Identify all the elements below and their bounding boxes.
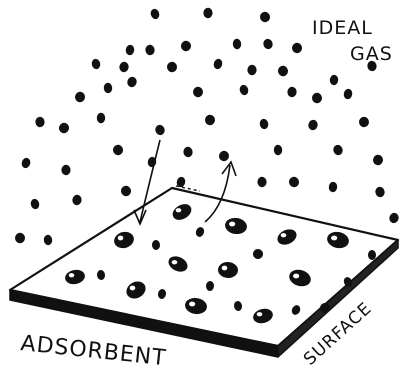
plate-side-edge: [277, 239, 399, 358]
gas-molecule: [72, 194, 82, 206]
adsorbed-molecule: [195, 227, 205, 237]
gas-molecule: [14, 232, 26, 244]
adsorbed-molecule: [343, 277, 353, 287]
gas-molecule: [91, 58, 101, 70]
gas-molecule: [389, 212, 399, 224]
adsorbed-molecule: [327, 231, 349, 249]
desorption-arrow: [204, 160, 237, 223]
gas-molecule: [287, 86, 297, 98]
adsorbed-molecule: [126, 281, 146, 299]
gas-molecule: [58, 122, 70, 134]
gas-molecule: [263, 38, 273, 50]
gas-molecule: [232, 38, 242, 50]
molecule-highlight: [229, 221, 236, 227]
gas-molecule: [35, 116, 45, 128]
gas-molecules: [14, 7, 399, 246]
adsorbed-molecule: [65, 269, 85, 285]
gas-molecule: [308, 119, 318, 131]
molecule-highlight: [175, 208, 182, 213]
adsorbed-molecule: [320, 303, 330, 313]
gas-molecule: [112, 144, 124, 156]
adsorbed-molecules: [65, 204, 377, 324]
adsorbed-molecule: [157, 289, 167, 299]
gas-molecule: [239, 84, 249, 96]
gas-molecule: [180, 40, 192, 52]
gas-molecule: [247, 64, 257, 76]
gas-molecule: [213, 58, 223, 70]
molecule-highlight: [68, 273, 75, 278]
ideal-label: IDEAL: [312, 17, 373, 39]
gas-molecule: [259, 11, 271, 23]
adsorbed-molecule: [168, 256, 188, 272]
gas-molecule: [119, 61, 129, 73]
gas-molecule: [166, 61, 178, 73]
gas-molecule: [333, 144, 343, 156]
molecule-highlight: [171, 260, 178, 265]
gas-molecule: [21, 157, 31, 169]
adsorbent-label: ADSORBENT: [19, 331, 167, 371]
gas-molecule: [288, 176, 300, 188]
gas-molecule: [218, 150, 230, 162]
adsorbed-molecule: [233, 301, 243, 311]
gas-molecule: [30, 198, 40, 210]
gas-molecule: [145, 44, 155, 56]
gas-molecule: [193, 86, 203, 98]
molecule-highlight: [293, 273, 300, 279]
molecule-highlight: [221, 265, 228, 271]
adsorbed-molecule: [277, 229, 297, 245]
molecule-highlight: [331, 235, 338, 241]
gas-molecule: [155, 124, 165, 136]
adsorbent-plate: [8, 186, 400, 358]
gas-molecule: [125, 44, 135, 56]
gas-molecule: [372, 154, 384, 166]
adsorbed-molecule: [253, 308, 273, 324]
adsorbed-molecule: [253, 249, 263, 259]
gas-molecule: [150, 8, 160, 20]
molecule-highlight: [256, 312, 263, 317]
gas-molecule: [343, 88, 353, 100]
surface-tick-mark: [175, 185, 201, 192]
gas-molecule: [127, 76, 137, 88]
gas-molecule: [204, 114, 216, 126]
gas-molecule: [203, 7, 213, 19]
gas-molecule: [291, 42, 303, 54]
arrow-head-up: [221, 160, 237, 177]
gas-molecule: [367, 60, 377, 72]
adsorption-arrow: [133, 139, 161, 227]
gas-molecule: [183, 146, 193, 158]
gas-molecule: [273, 144, 283, 156]
gas-molecule: [277, 65, 289, 77]
adsorbed-molecule: [205, 281, 215, 291]
adsorbed-molecule: [289, 269, 311, 287]
gas-molecule: [74, 91, 86, 103]
gas-molecule: [311, 92, 323, 104]
gas-molecule: [176, 176, 186, 188]
gas-molecule: [43, 234, 53, 246]
adsorbed-molecule: [114, 231, 134, 249]
gas-molecule: [329, 74, 339, 86]
adsorbed-molecule: [367, 250, 377, 260]
gas-molecule: [259, 118, 269, 130]
molecule-highlight: [280, 233, 287, 238]
gas-molecule: [61, 164, 71, 176]
adsorbed-molecule: [96, 270, 106, 280]
gas-label: GAS: [350, 43, 393, 65]
molecule-highlight: [189, 301, 196, 307]
arrow-head-down: [133, 209, 147, 227]
gas-molecule: [120, 185, 132, 197]
gas-molecule: [103, 82, 113, 94]
gas-molecule: [375, 186, 385, 198]
adsorbed-molecule: [151, 240, 161, 250]
gas-molecule: [257, 176, 267, 188]
adsorbed-molecule: [172, 204, 192, 220]
adsorbed-molecule: [291, 305, 301, 315]
gas-molecule: [328, 181, 338, 193]
gas-molecule: [96, 112, 106, 124]
molecule-highlight: [117, 235, 124, 241]
molecule-highlight: [129, 285, 136, 291]
gas-molecule: [358, 116, 370, 128]
